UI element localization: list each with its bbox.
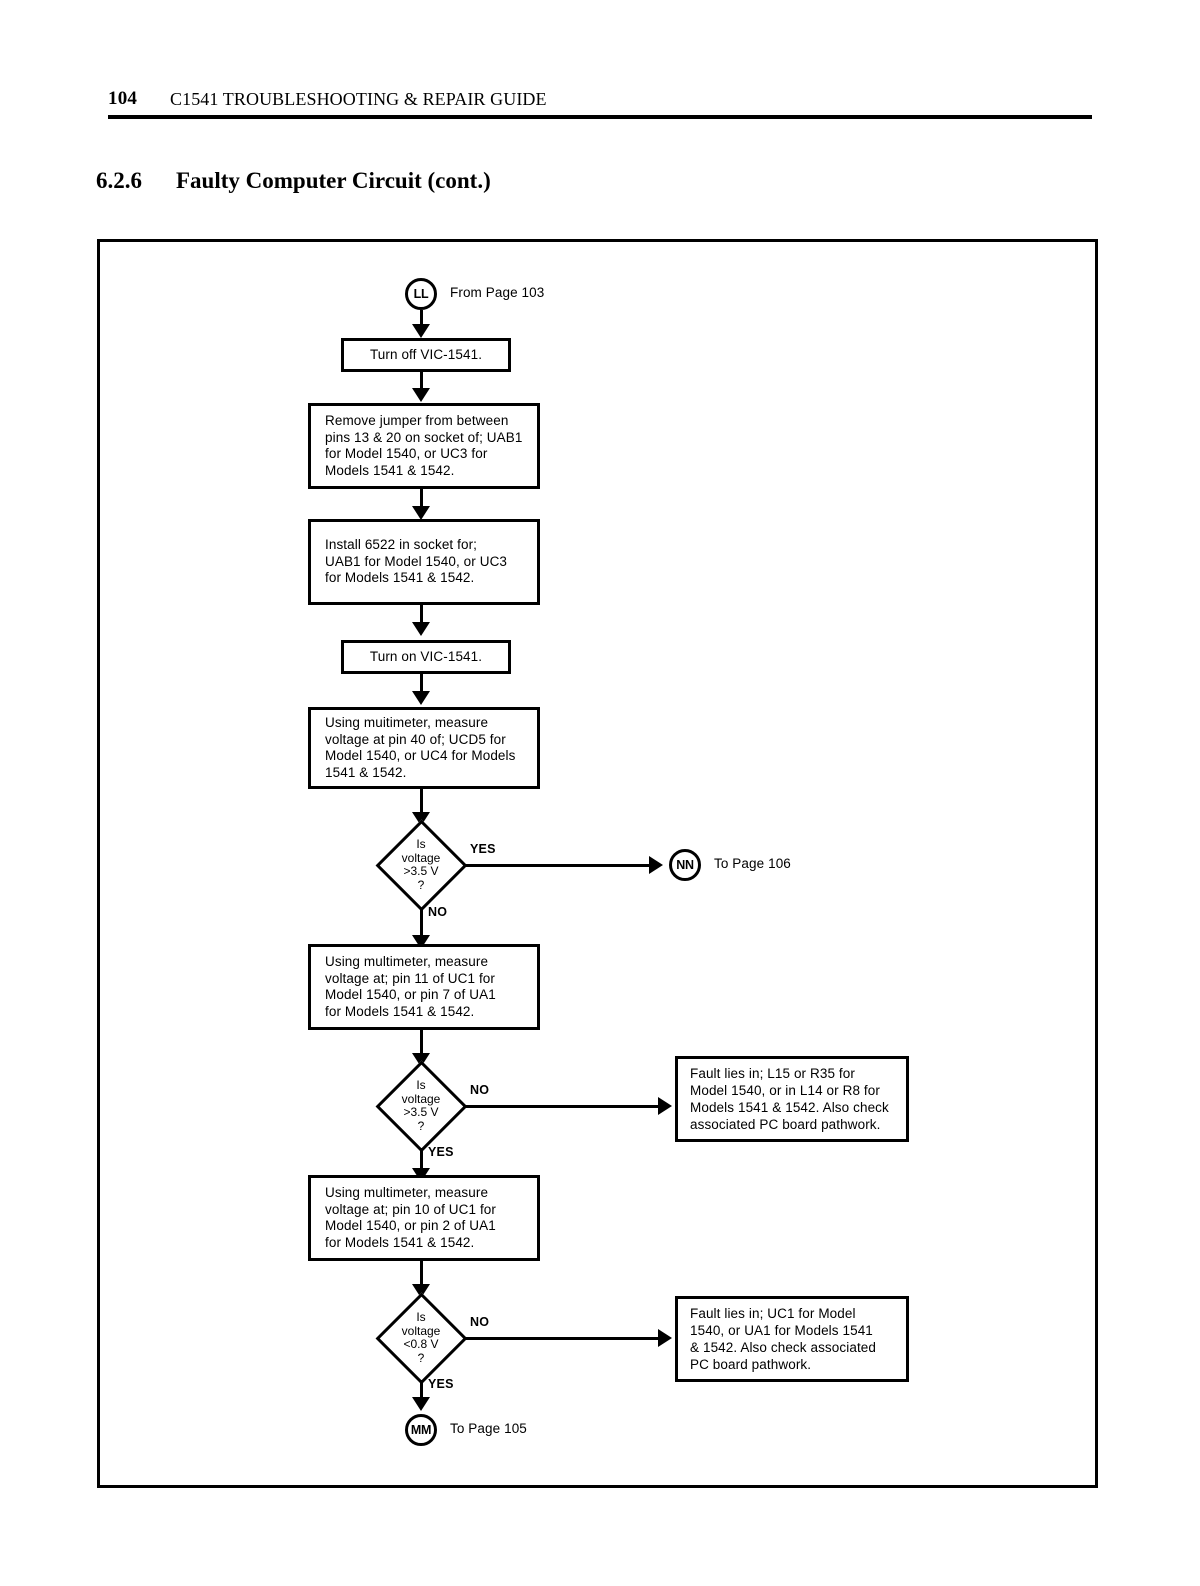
- connector-mm: MM: [405, 1414, 437, 1446]
- process-turn-on: Turn on VIC-1541.: [341, 640, 511, 674]
- process-text: Turn off VIC-1541.: [369, 346, 483, 362]
- flow-arrow: [412, 324, 430, 338]
- entry-page-ref: From Page 103: [450, 285, 545, 300]
- flow-line: [419, 674, 423, 696]
- flow-line: [419, 605, 423, 627]
- exit-page-ref-mm: To Page 105: [450, 1421, 527, 1436]
- connector-ll: LL: [405, 278, 437, 310]
- process-text: Turn on VIC-1541.: [369, 648, 483, 664]
- flow-arrow: [412, 622, 430, 636]
- section-number: 6.2.6: [96, 168, 142, 193]
- section-title: Faulty Computer Circuit (cont.): [176, 168, 491, 193]
- flow-line: [419, 908, 423, 940]
- decision-text: Is voltage >3.5 V ?: [401, 1078, 441, 1133]
- result-fault-l15-r35: Fault lies in; L15 or R35 for Model 1540…: [675, 1056, 909, 1142]
- process-turn-off: Turn off VIC-1541.: [341, 338, 511, 372]
- exit-page-ref-nn: To Page 106: [714, 856, 791, 871]
- decision-voltage-gt-3p5-b: Is voltage >3.5 V ?: [375, 1060, 467, 1152]
- flow-arrow: [412, 1397, 430, 1411]
- decision-text: Is voltage >3.5 V ?: [401, 837, 441, 892]
- result-text: Fault lies in; L15 or R35 for Model 1540…: [690, 1066, 889, 1132]
- header-title: C1541 TROUBLESHOOTING & REPAIR GUIDE: [170, 89, 547, 109]
- decision-voltage-gt-3p5-a: Is voltage >3.5 V ?: [375, 819, 467, 911]
- flow-arrow: [412, 506, 430, 520]
- flow-arrow: [412, 812, 430, 826]
- process-text: Using muitimeter, measure voltage at pin…: [325, 715, 516, 780]
- result-fault-uc1-ua1: Fault lies in; UC1 for Model 1540, or UA…: [675, 1296, 909, 1382]
- branch-label-yes: YES: [428, 1145, 454, 1159]
- flow-arrow: [412, 1284, 430, 1298]
- process-text: Install 6522 in socket for; UAB1 for Mod…: [325, 537, 508, 586]
- flowchart-frame: LL From Page 103 Turn off VIC-1541. Remo…: [97, 239, 1098, 1488]
- process-install-6522: Install 6522 in socket for; UAB1 for Mod…: [308, 519, 540, 605]
- flow-line: [466, 863, 653, 867]
- flow-arrow: [412, 388, 430, 402]
- flow-arrow: [649, 856, 663, 874]
- process-remove-jumper: Remove jumper from between pins 13 & 20 …: [308, 403, 540, 489]
- process-measure-pin40: Using muitimeter, measure voltage at pin…: [308, 707, 540, 789]
- result-text: Fault lies in; UC1 for Model 1540, or UA…: [690, 1306, 877, 1372]
- flow-line: [419, 1148, 423, 1172]
- branch-label-no: NO: [428, 905, 448, 919]
- flow-line: [419, 372, 423, 392]
- flow-line: [419, 489, 423, 511]
- process-text: Using multimeter, measure voltage at; pi…: [325, 1185, 496, 1250]
- flow-line: [466, 1104, 662, 1108]
- flow-line: [419, 1030, 423, 1056]
- flow-line: [419, 1261, 423, 1287]
- flow-arrow: [412, 1053, 430, 1067]
- flow-line: [419, 310, 423, 330]
- flow-arrow: [658, 1329, 672, 1347]
- flow-arrow: [412, 691, 430, 705]
- decision-text: Is voltage <0.8 V ?: [401, 1310, 441, 1365]
- page-header: 104 C1541 TROUBLESHOOTING & REPAIR GUIDE: [108, 88, 1088, 122]
- process-text: Remove jumper from between pins 13 & 20 …: [325, 413, 523, 478]
- branch-label-yes: YES: [428, 1377, 454, 1391]
- process-text: Using multimeter, measure voltage at; pi…: [325, 954, 496, 1019]
- decision-voltage-lt-0p8: Is voltage <0.8 V ?: [375, 1292, 467, 1384]
- flow-line: [466, 1336, 662, 1340]
- header-rule: [108, 115, 1092, 119]
- flow-line: [419, 1380, 423, 1402]
- branch-label-no: NO: [470, 1083, 490, 1097]
- process-measure-pin10: Using multimeter, measure voltage at; pi…: [308, 1175, 540, 1261]
- flow-line: [419, 789, 423, 815]
- connector-nn: NN: [669, 849, 701, 881]
- flow-arrow: [658, 1097, 672, 1115]
- branch-label-no: NO: [470, 1315, 490, 1329]
- page-number: 104: [108, 88, 138, 109]
- branch-label-yes: YES: [470, 842, 496, 856]
- process-measure-pin11: Using multimeter, measure voltage at; pi…: [308, 944, 540, 1030]
